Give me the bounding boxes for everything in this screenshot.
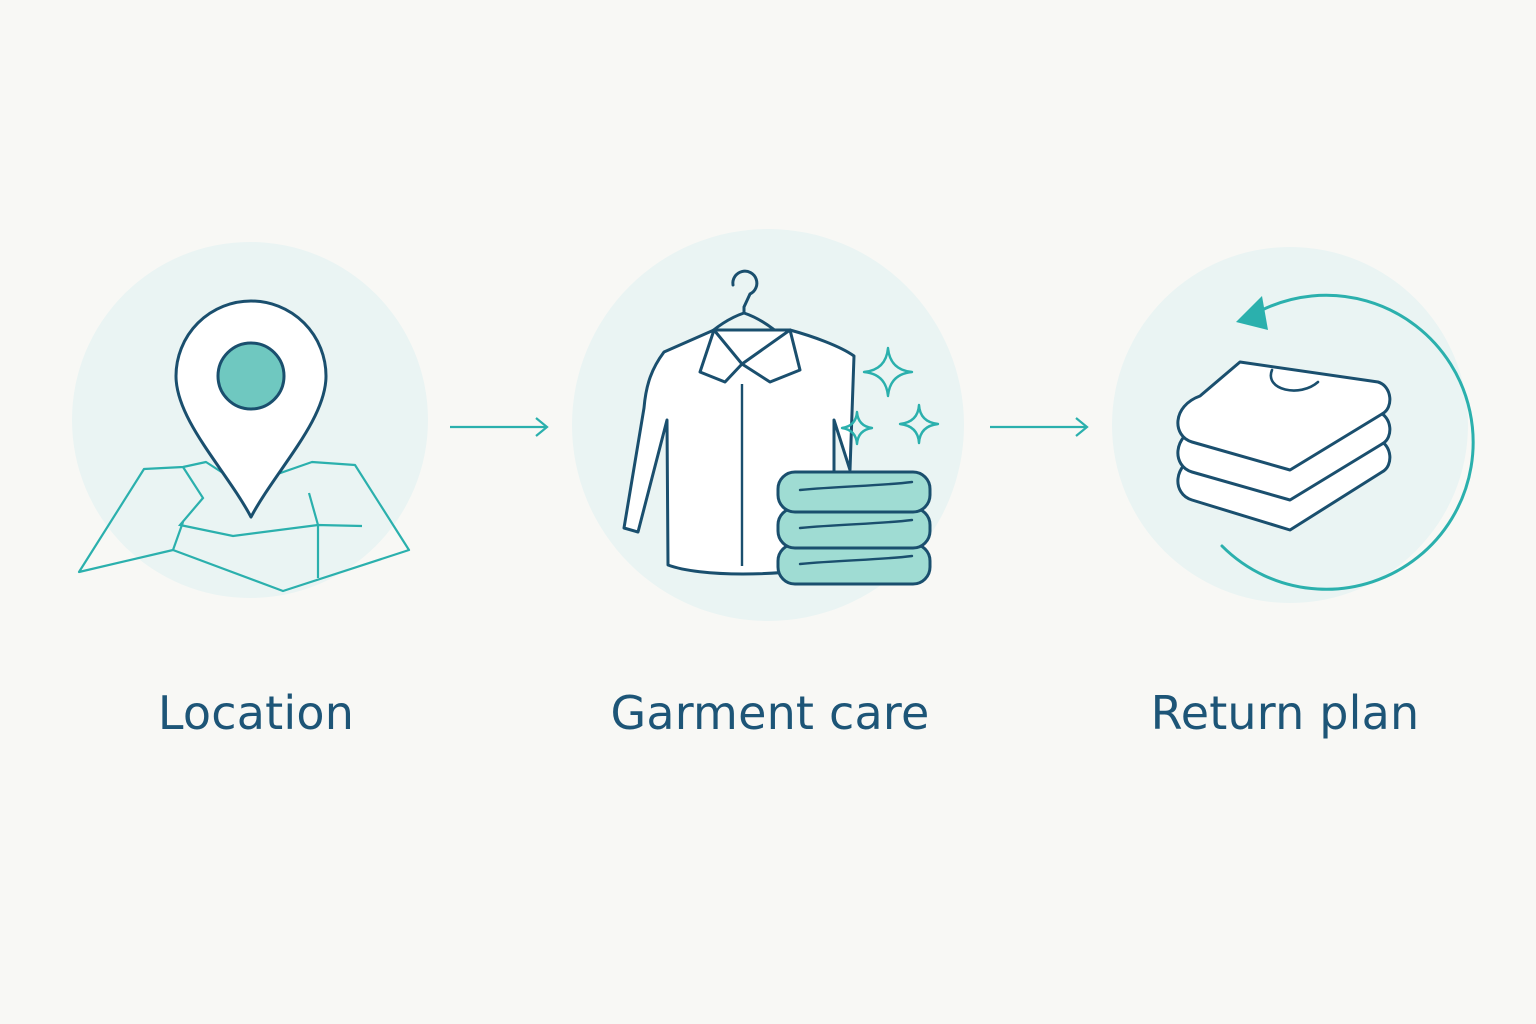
step-garment-care — [572, 229, 964, 621]
step-label-location: Location — [157, 686, 355, 740]
folded-towels-icon — [776, 470, 932, 586]
step-label-return-plan: Return plan — [1150, 686, 1420, 740]
step-return-plan — [1112, 247, 1475, 603]
step-location — [72, 242, 428, 598]
location-pin-icon — [174, 299, 328, 519]
arrow-right-icon-1 — [450, 417, 549, 437]
step-label-garment-care: Garment care — [610, 686, 930, 740]
arrow-right-icon-2 — [990, 417, 1089, 437]
return-arrow-icon — [1220, 293, 1475, 591]
map-icon — [77, 460, 411, 593]
folded-clothes-stack-icon — [1176, 360, 1392, 532]
sparkle-icons — [840, 346, 940, 446]
